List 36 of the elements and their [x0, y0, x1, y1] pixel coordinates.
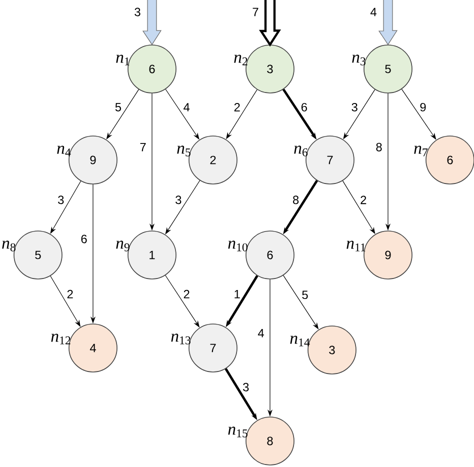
edge-label: 4 — [182, 102, 191, 112]
node-label: n$_{10}$ — [228, 240, 248, 252]
node-label: n$_{9}$ — [116, 240, 130, 252]
edge-label: 3 — [56, 194, 66, 206]
edge-label: 5 — [114, 102, 123, 112]
edge-label: 3 — [350, 102, 359, 112]
edge-label: 6 — [80, 234, 88, 244]
node-label: n$_{3}$ — [352, 54, 366, 66]
edge-label: 2 — [359, 194, 368, 206]
edge-label: 4 — [256, 328, 266, 338]
edge-label: 1 — [232, 288, 242, 300]
node-label: n$_{12}$ — [51, 334, 70, 344]
edge-label: 5 — [300, 290, 310, 300]
node-label: n$_{8}$ — [2, 240, 16, 252]
node-label: n$_{6}$ — [294, 146, 308, 156]
edge-label: 6 — [300, 102, 309, 112]
edge-label: 3 — [133, 6, 142, 18]
node-label: n$_{15}$ — [228, 426, 248, 438]
edge-label: 4 — [369, 6, 378, 18]
edge-label: 8 — [374, 142, 384, 152]
edge-label: 3 — [242, 382, 250, 392]
node-label: n$_{11}$ — [346, 240, 366, 252]
arrow — [165, 180, 200, 234]
node-label: n$_{7}$ — [414, 146, 428, 156]
edge-label: 7 — [138, 142, 148, 152]
edge-label: 9 — [418, 102, 428, 112]
edge-label: 7 — [251, 6, 260, 18]
edge-label: 2 — [232, 102, 242, 112]
node-label: n$_{13}$ — [171, 334, 190, 344]
edge-label: 3 — [174, 194, 183, 206]
edge-label: 2 — [66, 288, 74, 300]
edge-label: 2 — [182, 288, 191, 300]
node-label: n$_{2}$ — [234, 54, 248, 66]
node-label: n$_{1}$ — [116, 54, 130, 66]
node-label: n$_{5}$ — [177, 146, 190, 156]
edge-label: 8 — [291, 194, 300, 206]
